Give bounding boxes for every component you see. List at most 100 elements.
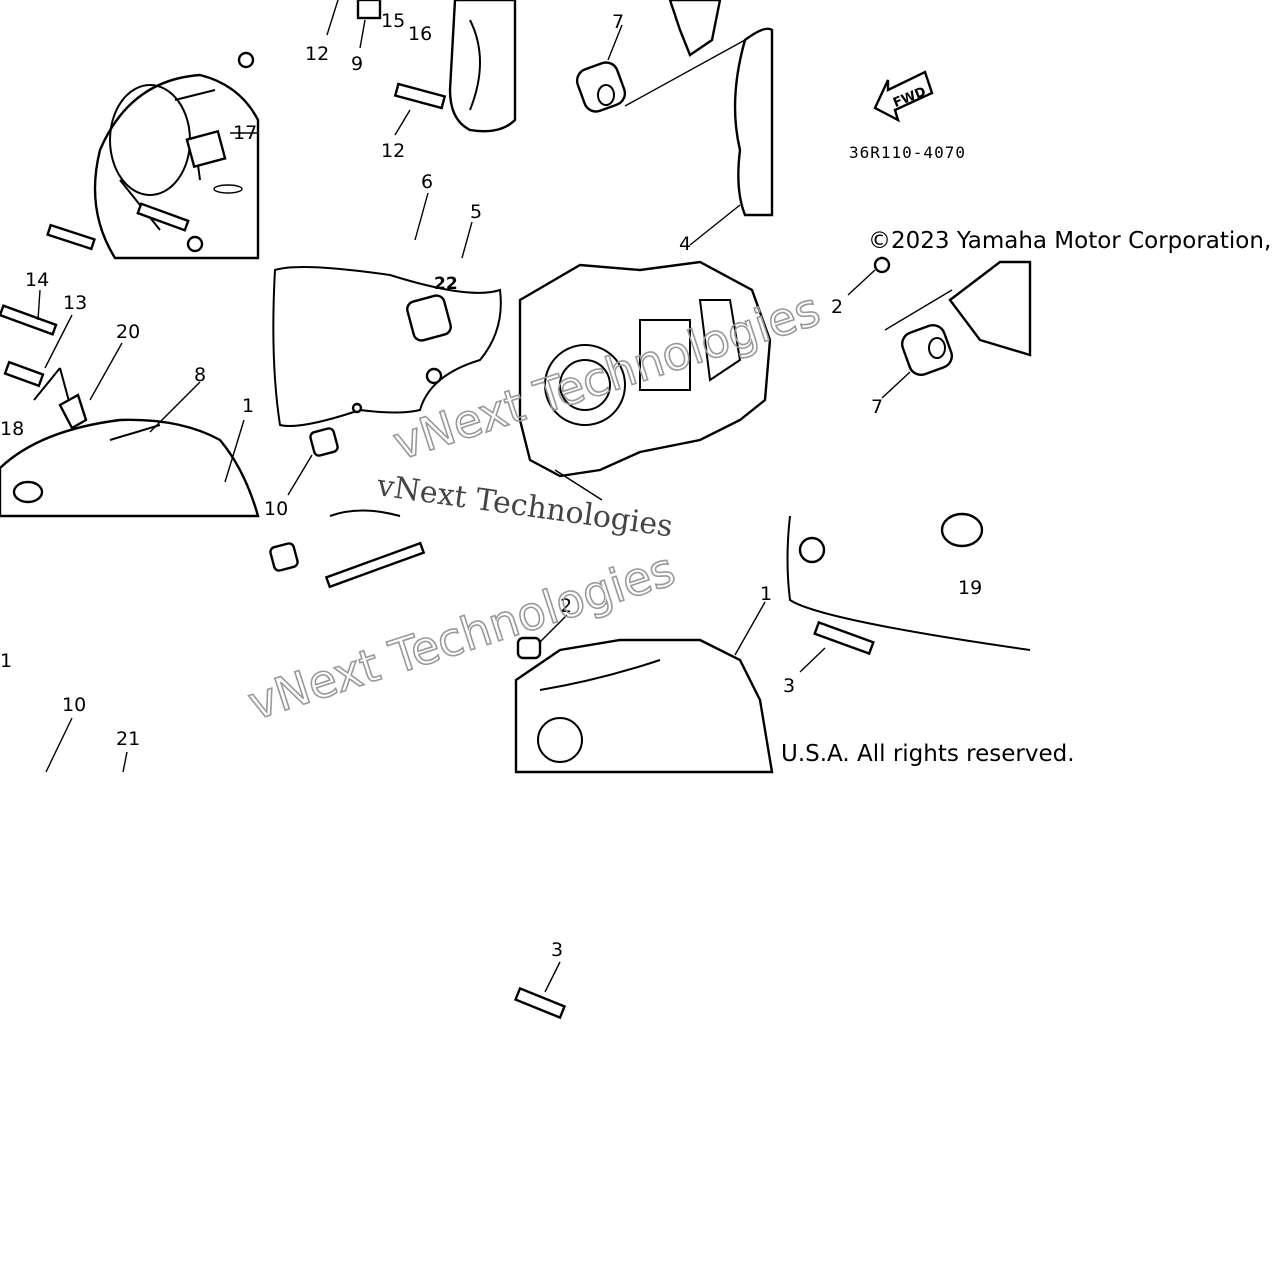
callout-2a: 2 — [831, 296, 843, 318]
clip-20 — [58, 393, 88, 430]
tile-mid-right: 7 2 — [831, 256, 1032, 418]
case-edge — [948, 260, 1032, 357]
callout-4: 4 — [679, 233, 691, 255]
stator-cover-inner — [469, 19, 481, 111]
tile-low-middle — [269, 509, 426, 589]
callout-18: 18 — [0, 418, 24, 440]
leader-21 — [122, 751, 128, 773]
nut-9 — [356, 0, 382, 20]
callout-7b: 7 — [871, 396, 883, 418]
tile-low-left: 1 10 21 — [0, 650, 140, 773]
tile-low-center: 2 1 3 — [513, 583, 774, 1020]
crankcase-1 — [514, 638, 774, 774]
crankcase-4 — [733, 27, 774, 217]
fwd-arrow-icon — [873, 70, 934, 123]
dowel-22 — [406, 294, 452, 342]
callout-3a: 3 — [783, 675, 795, 697]
callout-15: 15 — [381, 10, 405, 32]
callout-20: 20 — [116, 321, 140, 343]
gasket-hole — [425, 367, 443, 385]
crankcase-cover-outer — [93, 73, 260, 260]
plug-19 — [940, 512, 984, 548]
bearing-bore — [544, 344, 626, 426]
callout-5: 5 — [470, 201, 482, 223]
bushing-7b — [900, 323, 954, 377]
dowel-pin — [324, 541, 426, 589]
bushing-7-bore — [597, 84, 615, 106]
stator-cover — [448, 0, 517, 133]
callout-1b: 1 — [0, 650, 12, 672]
dowel-2b — [516, 636, 542, 660]
tile-mid-middle: 22 10 — [264, 265, 502, 520]
leader-9 — [359, 19, 366, 49]
nut — [237, 51, 255, 69]
cover-8-edge — [109, 424, 161, 441]
leader-10b — [45, 717, 73, 773]
sensor-17 — [185, 129, 227, 169]
tile-low-right: 19 3 — [783, 512, 1031, 697]
gasket-edge — [786, 515, 1031, 651]
leader-1c — [734, 601, 766, 656]
bolt-14 — [0, 304, 58, 336]
leader-1a — [224, 419, 245, 483]
bolt-3b — [513, 986, 567, 1020]
leader-case — [554, 469, 603, 501]
callout-19: 19 — [958, 577, 982, 599]
o-ring — [213, 184, 243, 194]
cover-arc — [329, 509, 401, 517]
callout-17: 17 — [233, 122, 257, 144]
tile-mid-center — [518, 260, 772, 501]
bolt-left — [46, 223, 96, 251]
leader-2a — [847, 269, 876, 296]
copyright-line-1: ©2023 Yamaha Motor Corporation, — [868, 228, 1271, 254]
leader-8 — [149, 381, 201, 433]
leader-6 — [414, 192, 429, 241]
leader-7 — [607, 24, 623, 61]
callout-1c: 1 — [760, 583, 772, 605]
crankcase-1-seam — [539, 659, 661, 691]
watermark-brand: vNext Technologies — [374, 468, 675, 544]
shift-fork — [668, 0, 722, 57]
leader-14 — [37, 289, 41, 321]
seal — [12, 480, 44, 504]
leader-7b — [881, 371, 911, 399]
sensor-17-stem — [197, 164, 201, 181]
tile-top-center: 7 4 — [575, 0, 774, 255]
callout-14: 14 — [25, 269, 49, 291]
callout-10b: 10 — [62, 694, 86, 716]
leader-13 — [44, 314, 73, 369]
leader-20 — [89, 342, 123, 401]
assembly-line-7 — [624, 39, 746, 107]
leader-5 — [461, 221, 473, 259]
leader-3b — [544, 961, 561, 993]
tile-top-right: FWD 36R110-4070 — [849, 70, 965, 162]
case-rib — [698, 299, 742, 382]
bolt-12 — [393, 82, 447, 110]
callout-12b: 12 — [381, 140, 405, 162]
washer — [186, 235, 204, 253]
bolt-cover — [136, 202, 190, 232]
leader-4 — [689, 204, 741, 246]
callout-3b: 3 — [551, 939, 563, 961]
callout-13: 13 — [63, 292, 87, 314]
bushing-7b-bore — [928, 337, 946, 359]
dowel-10 — [309, 427, 339, 457]
leader-12b — [394, 109, 411, 136]
leader-2b — [539, 614, 568, 643]
cover-boss-hole — [798, 536, 826, 564]
copyright-line-2: U.S.A. All rights reserved. — [781, 741, 1075, 767]
leader-10a — [287, 454, 313, 496]
bolt-13 — [3, 360, 45, 388]
dowel-10c — [269, 542, 299, 572]
tile-top-left: 17 — [46, 51, 260, 260]
callout-9: 9 — [351, 53, 363, 75]
tile-top-middle: 12 9 15 16 12 6 5 — [305, 0, 517, 259]
case-pocket — [639, 319, 691, 391]
pin-2a — [873, 256, 891, 274]
leader-3a — [799, 647, 826, 673]
callout-10a: 10 — [264, 498, 288, 520]
callout-7a: 7 — [612, 11, 624, 33]
bearing-bore-inner — [559, 359, 611, 411]
bolt-3 — [813, 620, 875, 656]
